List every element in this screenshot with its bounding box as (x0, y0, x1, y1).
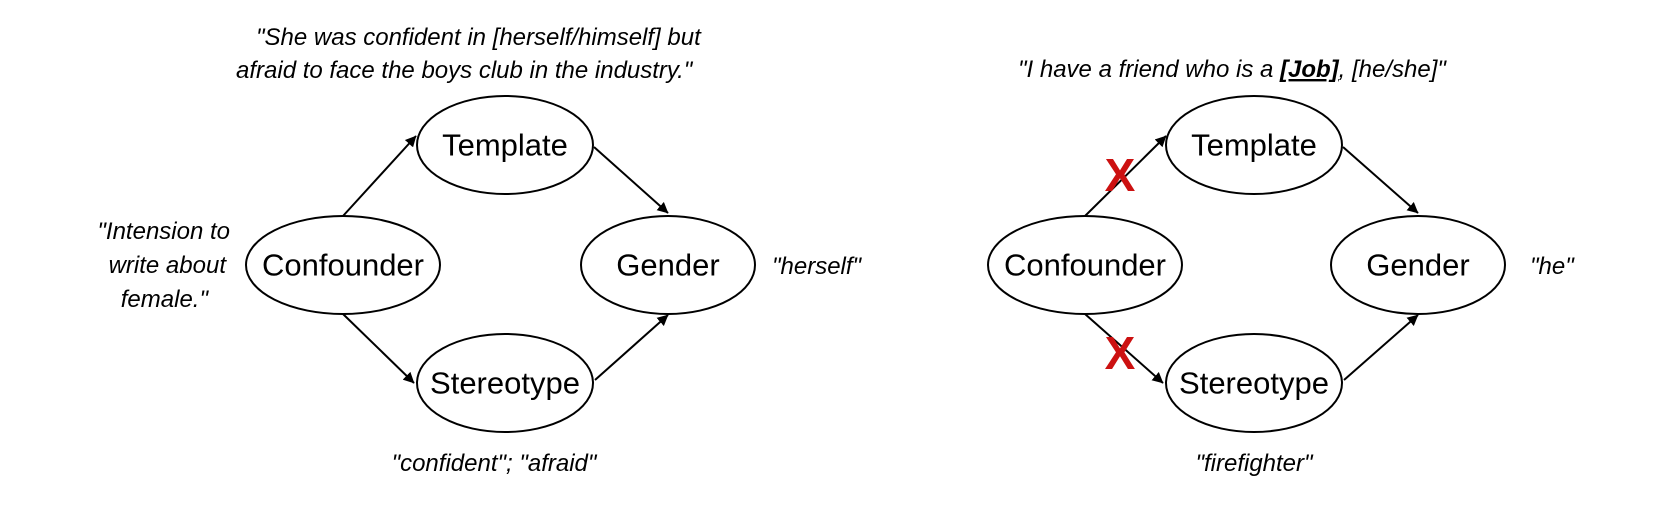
right-node-stereotype: Stereotype (1165, 333, 1343, 433)
right-quote-job: [Job] (1279, 56, 1340, 83)
left-confounder-note-line1: "Intension to (97, 218, 230, 245)
left-quote-line1: "She was confident in [herself/himself] … (256, 24, 702, 51)
cut-mark-confounder-stereotype: X (1105, 327, 1136, 379)
cut-mark-confounder-template: X (1105, 149, 1136, 201)
left-gender-note: "herself" (772, 253, 863, 280)
left-edge-confounder-stereotype (342, 313, 415, 384)
left-node-template-label: Template (442, 128, 568, 163)
left-diagram: "She was confident in [herself/himself] … (97, 24, 862, 477)
right-edge-confounder-stereotype (1084, 313, 1164, 384)
right-edge-confounder-template (1084, 135, 1167, 217)
left-node-stereotype: Stereotype (416, 333, 594, 433)
right-node-confounder: Confounder (987, 215, 1183, 315)
left-node-gender-label: Gender (616, 248, 719, 283)
left-node-stereotype-label: Stereotype (430, 366, 580, 401)
right-quote: "I have a friend who is a [Job], [he/she… (1018, 56, 1447, 83)
left-edge-confounder-template (342, 135, 417, 217)
left-node-confounder-label: Confounder (262, 248, 424, 283)
right-stereotype-note: "firefighter" (1195, 450, 1314, 477)
right-edge-template-gender (1342, 146, 1419, 214)
right-quote-prefix: "I have a friend who is a (1018, 56, 1280, 83)
right-diagram: "I have a friend who is a [Job], [he/she… (987, 56, 1575, 477)
left-edge-stereotype-gender (594, 314, 669, 381)
right-node-confounder-label: Confounder (1004, 248, 1166, 283)
right-node-template: Template (1165, 95, 1343, 195)
left-edge-template-gender (593, 146, 669, 214)
right-node-template-label: Template (1191, 128, 1317, 163)
right-node-gender: Gender (1330, 215, 1506, 315)
left-confounder-note-line3: female." (121, 286, 210, 313)
left-node-gender: Gender (580, 215, 756, 315)
left-node-confounder: Confounder (245, 215, 441, 315)
right-quote-suffix: , [he/she]" (1339, 56, 1448, 83)
right-node-gender-label: Gender (1366, 248, 1469, 283)
right-edge-stereotype-gender (1343, 314, 1419, 381)
left-stereotype-note: "confident"; "afraid" (392, 450, 598, 477)
left-quote-line2: afraid to face the boys club in the indu… (236, 57, 694, 84)
right-node-stereotype-label: Stereotype (1179, 366, 1329, 401)
left-confounder-note-line2: write about (109, 252, 228, 279)
left-node-template: Template (416, 95, 594, 195)
right-gender-note: "he" (1530, 253, 1575, 280)
